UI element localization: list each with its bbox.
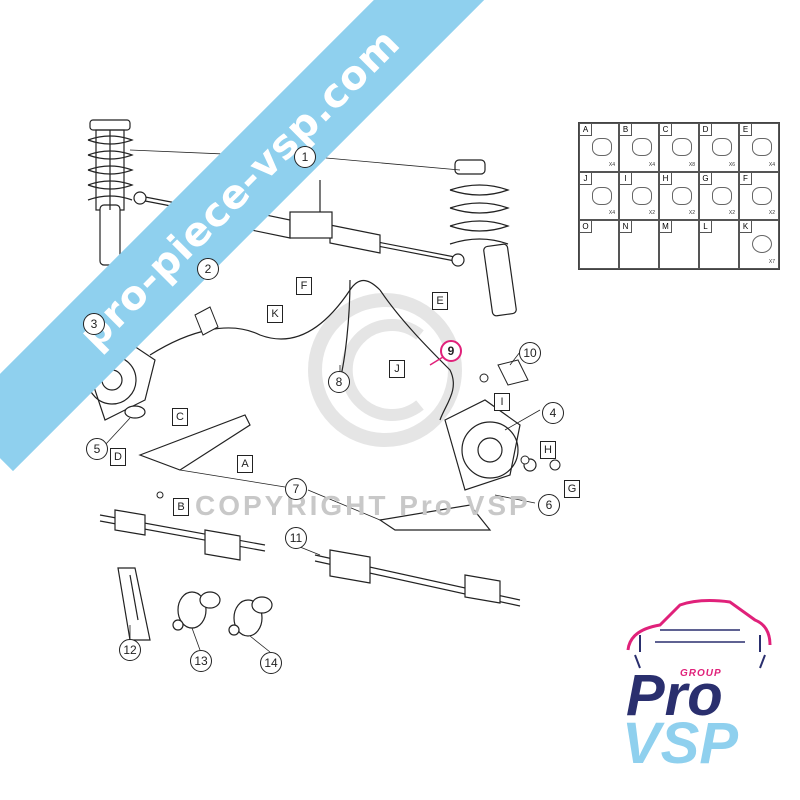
hardware-cell[interactable]: G X2 xyxy=(699,171,739,221)
callout-3[interactable]: 3 xyxy=(83,313,105,335)
cv-boot-kits xyxy=(172,591,273,637)
callout-14[interactable]: 14 xyxy=(260,652,282,674)
callout-2[interactable]: 2 xyxy=(197,258,219,280)
hardware-cell[interactable]: J X4 xyxy=(579,171,619,221)
seal-ring-icon xyxy=(672,186,692,205)
tag-E[interactable]: E xyxy=(432,292,448,310)
hardware-cell-qty: X2 xyxy=(768,210,775,217)
hardware-cell-qty: X8 xyxy=(688,161,695,168)
tag-F[interactable]: F xyxy=(296,277,312,295)
hardware-cell[interactable]: H X2 xyxy=(659,171,699,221)
hardware-cell-qty: X4 xyxy=(608,210,615,217)
hardware-cell-qty: X4 xyxy=(768,161,775,168)
hardware-cell-letter: H xyxy=(660,172,672,185)
hardware-cell[interactable]: F X2 xyxy=(739,171,779,221)
hose-clamp-icon xyxy=(752,235,772,254)
hardware-cell[interactable]: M xyxy=(659,220,699,269)
hardware-cell-letter: G xyxy=(700,172,712,185)
hardware-cell-letter: O xyxy=(580,221,592,234)
washer-icon xyxy=(752,138,772,156)
hex-nut-icon xyxy=(712,186,732,205)
hardware-cell[interactable]: D X6 xyxy=(699,123,739,172)
hardware-cell-qty: X2 xyxy=(688,210,695,217)
tag-J[interactable]: J xyxy=(389,360,405,378)
hardware-cell[interactable]: E X4 xyxy=(739,123,779,172)
left-strut xyxy=(87,119,134,266)
callout-5[interactable]: 5 xyxy=(86,438,108,460)
tag-G[interactable]: G xyxy=(564,480,580,498)
tag-A[interactable]: A xyxy=(237,455,253,473)
logo-vsp-text: VSP xyxy=(622,711,739,776)
hardware-cell-qty: X2 xyxy=(648,210,655,217)
hardware-cell-letter: B xyxy=(620,124,632,136)
car-silhouette-icon xyxy=(626,599,772,669)
hardware-cell-letter: K xyxy=(740,221,752,234)
hardware-cell-letter: I xyxy=(620,172,632,185)
callout-12[interactable]: 12 xyxy=(119,639,141,661)
lower-arms xyxy=(138,414,492,531)
circlip-icon xyxy=(632,186,652,205)
callout-13[interactable]: 13 xyxy=(190,650,212,672)
callout-1[interactable]: 1 xyxy=(294,146,316,168)
hardware-cell[interactable]: L xyxy=(699,220,739,269)
tag-H[interactable]: H xyxy=(540,441,556,459)
hardware-cell[interactable]: B X4 xyxy=(619,123,659,172)
callout-7[interactable]: 7 xyxy=(285,478,307,500)
socket-bolt-icon xyxy=(752,186,772,205)
hardware-cell-letter: L xyxy=(700,221,712,234)
bolt-icon xyxy=(592,138,612,156)
tag-I[interactable]: I xyxy=(494,393,510,411)
hardware-cell[interactable]: K X7 xyxy=(739,220,779,269)
hardware-cell[interactable]: I X2 xyxy=(619,171,659,221)
logo-pro-text: Pro xyxy=(626,663,723,728)
hardware-cell-letter: D xyxy=(700,124,712,136)
hardware-cell-letter: J xyxy=(580,172,592,185)
clip-icon xyxy=(712,138,732,156)
right-strut xyxy=(449,159,517,317)
bracket-icon xyxy=(592,186,612,205)
right-hub-knuckle xyxy=(444,399,537,491)
hardware-cell[interactable]: O xyxy=(579,220,619,269)
callout-8[interactable]: 8 xyxy=(328,371,350,393)
hardware-cell-qty: X2 xyxy=(728,210,735,217)
shim-plate xyxy=(117,567,151,641)
copyright-watermark-text: COPYRIGHT Pro VSP xyxy=(195,490,531,521)
hardware-cell-letter: N xyxy=(620,221,632,234)
screw-icon xyxy=(672,138,692,156)
hardware-cell-letter: M xyxy=(660,221,672,234)
hardware-cell-letter: A xyxy=(580,124,592,136)
tag-D[interactable]: D xyxy=(110,448,126,466)
hardware-cell[interactable]: C X8 xyxy=(659,123,699,172)
hardware-cell-qty: X4 xyxy=(608,161,615,168)
copyright-watermark-symbol xyxy=(308,293,462,447)
hardware-cell-letter: F xyxy=(740,172,752,185)
tag-K[interactable]: K xyxy=(267,305,283,323)
hardware-cell-qty: X7 xyxy=(768,259,775,265)
hardware-cell[interactable]: A X4 xyxy=(579,123,619,172)
logo-group-text: GROUP xyxy=(680,668,722,679)
tag-B[interactable]: B xyxy=(173,498,189,516)
callout-4[interactable]: 4 xyxy=(542,402,564,424)
callout-9-highlighted[interactable]: 9 xyxy=(440,340,462,362)
hardware-cell-letter: C xyxy=(660,124,672,136)
drive-shafts xyxy=(99,509,521,607)
hardware-cell[interactable]: N xyxy=(619,220,659,269)
callout-6[interactable]: 6 xyxy=(538,494,560,516)
nut-icon xyxy=(632,138,652,156)
hardware-cell-qty: X4 xyxy=(648,161,655,168)
tag-C[interactable]: C xyxy=(172,408,188,426)
callout-10[interactable]: 10 xyxy=(519,342,541,364)
hardware-cell-letter: E xyxy=(740,124,752,136)
hardware-cell-qty: X6 xyxy=(728,161,735,168)
callout-11[interactable]: 11 xyxy=(285,527,307,549)
pro-vsp-logo: GROUP Pro VSP xyxy=(620,590,780,780)
